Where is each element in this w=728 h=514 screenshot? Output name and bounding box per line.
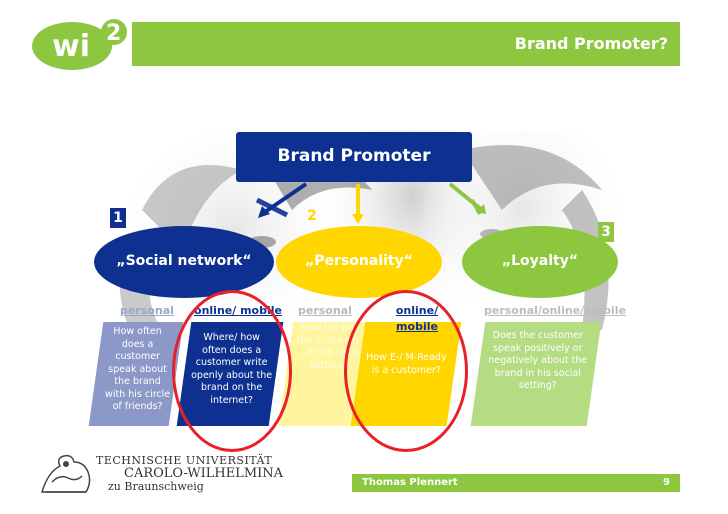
brand-promoter-title-box: Brand Promoter bbox=[236, 132, 472, 182]
university-name-line2: CAROLO-WILHELMINA bbox=[124, 466, 284, 481]
header-bar: Brand Promoter? bbox=[132, 22, 680, 66]
number-badge-1: 1 bbox=[110, 208, 126, 228]
tab-personal: personal bbox=[298, 304, 352, 317]
wi2-logo: wi 2 bbox=[32, 19, 127, 70]
svg-text:2: 2 bbox=[106, 21, 121, 46]
tab-personal: personal bbox=[120, 304, 174, 317]
number-badge-3: 3 bbox=[598, 222, 614, 242]
university-name-line3: zu Braunschweig bbox=[108, 480, 204, 493]
personality-ellipse: „Personality“ bbox=[276, 226, 442, 298]
social-network-ellipse: „Social network“ bbox=[94, 226, 274, 298]
page-number: 9 bbox=[663, 477, 670, 488]
question-text: Does the customer speak positively or ne… bbox=[488, 330, 588, 391]
tab-personal-online-mobile: personal/online/mobile bbox=[484, 304, 627, 317]
page-title: Brand Promoter? bbox=[514, 34, 668, 53]
question-box-social-personal: How often does a customer speak about th… bbox=[88, 322, 184, 426]
question-text: How often does a customer speak about th… bbox=[105, 326, 171, 412]
social-network-label: „Social network“ bbox=[116, 253, 252, 269]
university-name-line1: TECHNISCHE UNIVERSITÄT bbox=[96, 454, 273, 467]
question-box-loyalty: Does the customer speak positively or ne… bbox=[470, 322, 602, 426]
svg-text:wi: wi bbox=[52, 29, 90, 64]
loyalty-ellipse: „Loyalty“ bbox=[462, 226, 618, 298]
highlight-circle bbox=[344, 290, 468, 452]
diagram-title: Brand Promoter bbox=[277, 146, 431, 166]
loyalty-label: „Loyalty“ bbox=[501, 253, 579, 269]
highlight-circle bbox=[172, 290, 292, 452]
number-badge-2: 2 bbox=[307, 208, 317, 224]
university-seal-icon bbox=[40, 454, 91, 493]
footer-bar: Thomas Plennert 9 bbox=[352, 474, 680, 492]
personality-label: „Personality“ bbox=[305, 253, 413, 269]
author-name: Thomas Plennert bbox=[362, 477, 458, 488]
